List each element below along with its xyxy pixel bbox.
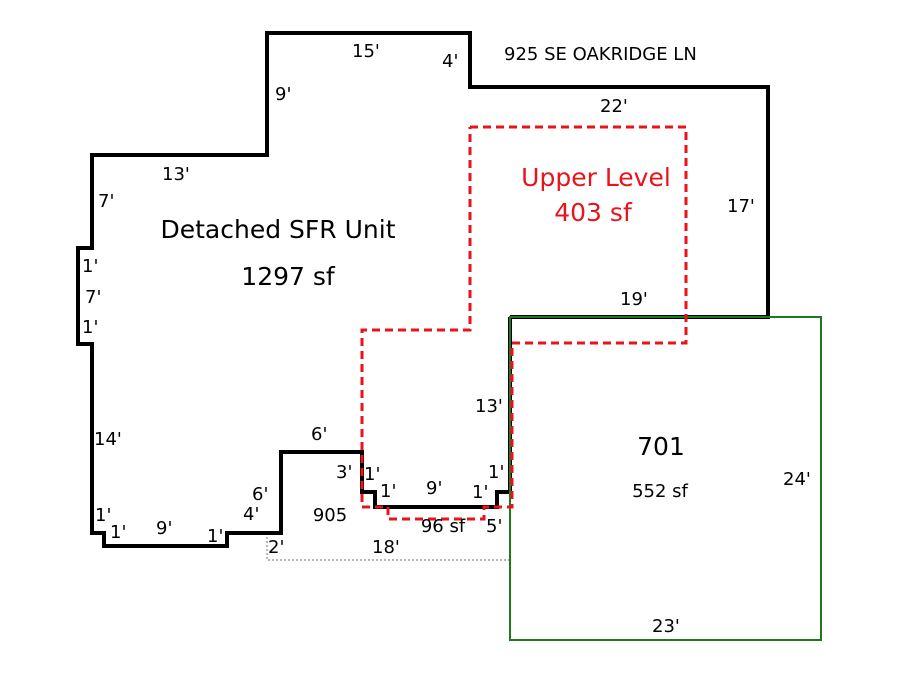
- dim-label: 18': [372, 537, 400, 558]
- dim-label: 1': [488, 462, 504, 483]
- garage-name: 701: [637, 432, 685, 461]
- dim-label: 6': [252, 484, 268, 505]
- dim-label: 7': [85, 287, 101, 308]
- address-label: 925 SE OAKRIDGE LN: [504, 44, 697, 65]
- main-unit-area: 1297 sf: [241, 262, 336, 291]
- dim-label: 5': [486, 516, 502, 537]
- dim-label: 6': [311, 424, 327, 445]
- upper-level-area: 403 sf: [554, 198, 633, 227]
- dim-label: 3': [336, 462, 352, 483]
- dim-label: 1': [472, 482, 488, 503]
- dim-label: 17': [727, 196, 755, 217]
- dim-label: 1': [380, 481, 396, 502]
- dim-label: 13': [475, 396, 503, 417]
- dim-label: 2': [268, 537, 284, 558]
- dim-label: 13': [162, 164, 190, 185]
- dim-label: 22': [600, 96, 628, 117]
- dim-label: 19': [620, 289, 648, 310]
- upper-level-outline: [360, 125, 688, 521]
- dim-label: 15': [352, 41, 380, 62]
- garage-outline: [509, 316, 822, 641]
- dim-label: 9': [275, 84, 291, 105]
- dim-label: 24': [783, 469, 811, 490]
- dim-label: 1': [207, 526, 223, 547]
- dim-label: 1': [110, 522, 126, 543]
- upper-level-name: Upper Level: [521, 163, 671, 192]
- porch-name: 905: [313, 505, 347, 526]
- dim-label: 14': [94, 429, 122, 450]
- garage-area: 552 sf: [632, 481, 688, 502]
- main-unit-name: Detached SFR Unit: [161, 215, 396, 244]
- dim-label: 7': [98, 191, 114, 212]
- dim-label: 23': [652, 616, 680, 637]
- dim-label: 1': [364, 464, 380, 485]
- dim-label: 4': [442, 51, 458, 72]
- porch-area: 96 sf: [421, 516, 466, 537]
- dim-label: 1': [95, 505, 111, 526]
- dim-label: 9': [156, 518, 172, 539]
- dim-label: 9': [426, 478, 442, 499]
- dimension-labels: 15' 4' 9' 22' 13' 7' 17' 1' 7' 1' 19' 13…: [82, 41, 811, 637]
- porch-outline: [266, 533, 510, 561]
- main-unit-outline: [76, 31, 770, 548]
- dim-label: 1': [82, 317, 98, 338]
- dim-label: 1': [82, 256, 98, 277]
- dim-label: 4': [243, 504, 259, 525]
